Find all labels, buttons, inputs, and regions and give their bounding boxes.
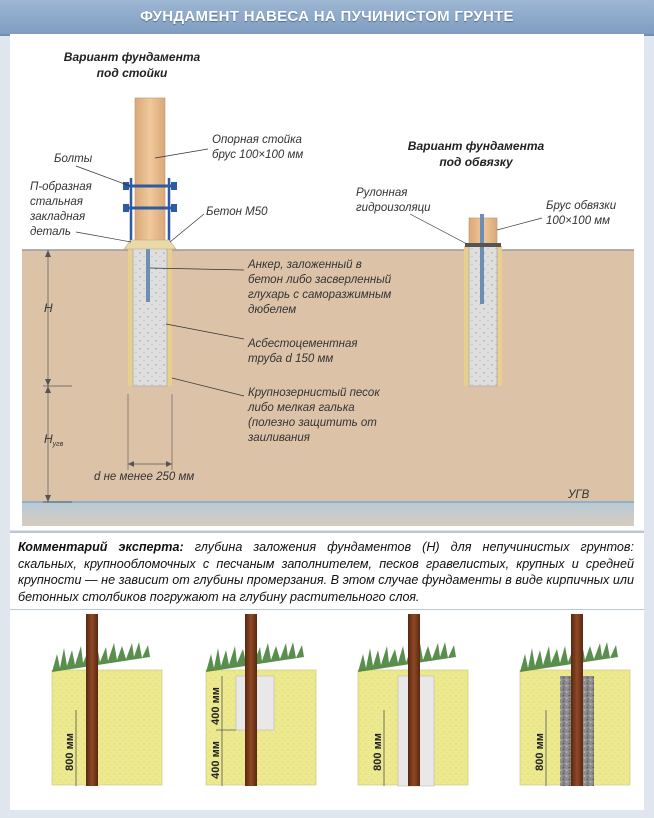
d-label: d не менее 250 мм — [94, 471, 194, 483]
soil — [22, 250, 634, 502]
variant-post-title-2: под стойки — [97, 66, 168, 80]
depth-label-2a: 400 мм — [210, 687, 222, 725]
depth-label-2b: 400 мм — [210, 741, 222, 779]
waterproofing — [465, 243, 501, 247]
groundwater — [22, 502, 634, 526]
examples-illustration: 800 мм 400 мм 400 мм 800 мм — [51, 614, 631, 787]
bracket-label-3: закладная — [29, 211, 85, 223]
support-post — [134, 97, 166, 243]
expert-comment-text: Комментарий эксперта: глубина заложения … — [18, 539, 634, 605]
pole-1 — [86, 614, 98, 786]
example-2: 400 мм 400 мм — [205, 614, 317, 786]
waterproof-label-1: Рулонная — [356, 187, 407, 199]
variant-strap-title-1: Вариант фундамента — [408, 139, 545, 153]
example-3: 800 мм — [357, 614, 469, 787]
foundation-diagram: Вариант фундамента под стойки Вариант фу… — [22, 50, 634, 526]
depth-label-3: 800 мм — [372, 733, 384, 771]
pipe-label-1: Асбестоцементная — [247, 338, 358, 350]
example-4: 800 мм — [519, 614, 631, 786]
sand-label-2: либо мелкая галька — [247, 402, 355, 414]
bracket-label-1: П-образная — [30, 181, 92, 193]
example-1: 800 мм — [51, 614, 163, 786]
post-label-1: Опорная стойка — [212, 134, 302, 146]
expert-comment-lead: Комментарий эксперта: — [18, 540, 184, 554]
strap-beam-label-2: 100×100 мм — [546, 215, 610, 227]
bracket-label-2: стальная — [30, 196, 83, 208]
variant-strap-title-2: под обвязку — [439, 155, 514, 169]
depth-label-1: 800 мм — [64, 733, 76, 771]
expert-comment-body: глубина заложения фундаментов (Н) для не… — [18, 540, 634, 604]
strap-beam-label-1: Брус обвязки — [546, 200, 617, 212]
anchor-label-2: бетон либо засверленный — [248, 274, 392, 286]
pole-3 — [408, 614, 420, 786]
sand-label-3: (полезно защитить от — [248, 417, 377, 429]
bolts-label: Болты — [54, 153, 93, 165]
anchor-label-1: Анкер, заложенный в — [247, 259, 362, 271]
anchor-label-4: дюбелем — [248, 304, 296, 316]
variant-post-title-1: Вариант фундамента — [64, 50, 201, 64]
foundation-diagram-panel: Вариант фундамента под стойки Вариант фу… — [10, 34, 644, 530]
pole-4 — [571, 614, 583, 786]
title-bar: ФУНДАМЕНТ НАВЕСА НА ПУЧИНИСТОМ ГРУНТЕ — [0, 0, 654, 36]
concrete-cap — [123, 239, 177, 250]
depth-label-4: 800 мм — [534, 733, 546, 771]
sand-label-1: Крупнозернистый песок — [248, 387, 380, 399]
anchor-left — [146, 238, 150, 302]
bracket-label-4: деталь — [30, 226, 71, 238]
post-label-2: брус 100×100 мм — [212, 149, 303, 161]
waterproof-label-2: гидроизоляци — [356, 202, 431, 214]
pole-2 — [245, 614, 257, 786]
pipe-label-2: труба d 150 мм — [248, 353, 333, 365]
expert-comment: Комментарий эксперта: глубина заложения … — [10, 531, 644, 611]
anchor-label-3: глухарь с саморазжимным — [248, 289, 391, 301]
examples-panel: 800 мм 400 мм 400 мм 800 мм — [10, 610, 644, 810]
anchor-right — [480, 214, 484, 304]
sand-label-4: заиливания — [247, 432, 310, 444]
h-label: H — [44, 301, 53, 315]
page-title: ФУНДАМЕНТ НАВЕСА НА ПУЧИНИСТОМ ГРУНТЕ — [140, 8, 514, 25]
concrete-label: Бетон М50 — [206, 206, 268, 218]
hugv-label: Hугв — [44, 432, 64, 448]
ugv-label: УГВ — [567, 489, 590, 501]
